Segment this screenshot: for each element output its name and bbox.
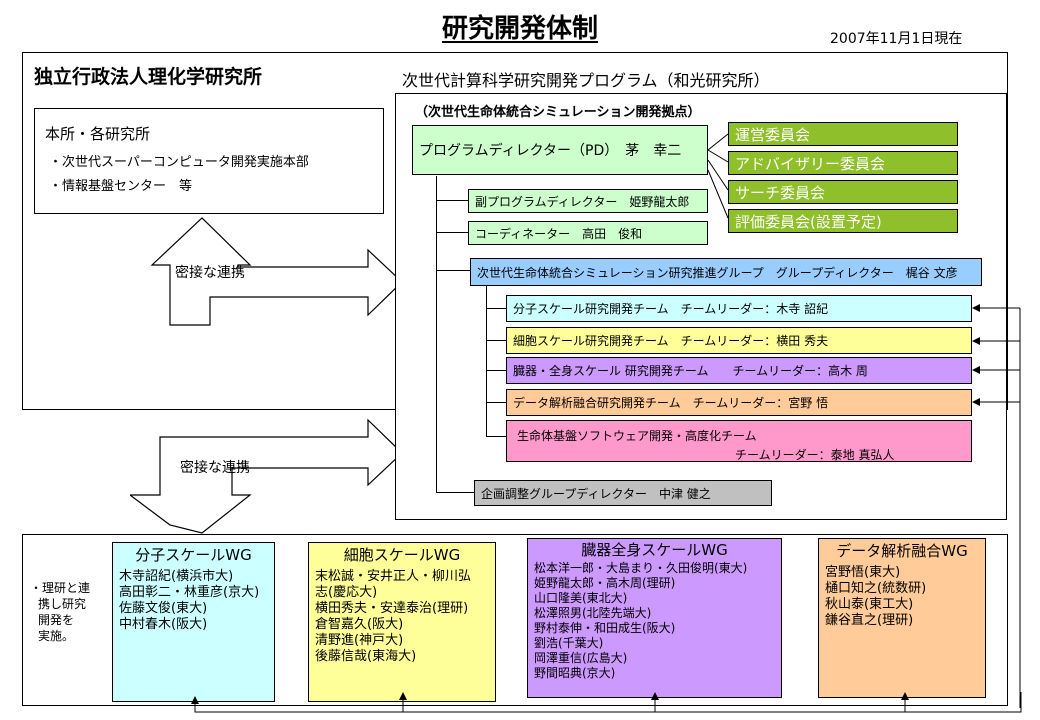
program-title: 次世代計算科学研究開発プログラム（和光研究所） [402,71,770,90]
tree-branch [486,370,506,371]
team-box: 生命体基盤ソフトウェア開発・高度化チーム チームリーダー：泰地 真弘人 [506,420,972,462]
program-subtitle: （次世代生命体統合シミュレーション開発拠点） [415,105,701,120]
team-box-line: 生命体基盤ソフトウェア開発・高度化チーム [517,429,757,443]
coordinator-box: コーディネーター 高田 俊和 [468,221,708,245]
cooperation-label-top: 密接な連携 [175,265,245,281]
wg-title: 細胞スケールWG [343,546,461,564]
tree-branch [436,492,474,493]
wg-note-line: 携し研究 [38,597,87,611]
hq-title: 本所・各研究所 [45,125,151,143]
tree-branch [486,340,506,341]
committee-connectors [707,133,729,219]
wg-member: 岡澤重信(広島大) [534,651,628,665]
cooperation-arrows [130,217,403,534]
planning-director-box: 企画調整グループディレクター 中津 健之 [474,480,772,506]
date-label: 2007年11月1日現在 [830,31,963,47]
tree-line-teams [486,286,487,436]
wg-member: 劉浩(千葉大) [534,636,604,650]
wg-member: 高田彰二・林重彦(京大) [119,585,260,600]
wg-member: 姫野龍太郎・高木周(理研) [534,576,676,590]
wg-box-molecular: 分子スケールWG 木寺詔紀(横浜市大) 高田彰二・林重彦(京大) 佐藤文俊(東大… [112,542,275,702]
wg-member: 松本洋一郎・大島まり・久田俊明(東大) [534,561,748,575]
team-box: 分子スケール研究開発チーム チームリーダー：木寺 詔紀 [506,295,972,322]
page-title: 研究開発体制 [441,14,598,44]
wg-member: 中村春木(阪大) [119,617,208,632]
committee-box: サーチ委員会 [728,180,958,204]
tree-branch [436,232,468,233]
wg-member: 山口隆美(東北大) [534,591,628,605]
wg-member: 末松誠・安井正人・柳川弘 [315,569,472,584]
wg-member: 佐藤文俊(東大) [119,601,208,616]
wg-member: 倉智嘉久(阪大) [315,617,404,632]
cooperation-label-bottom: 密接な連携 [180,460,250,476]
wg-member: 樋口知之(統数研) [825,581,927,596]
committee-box: アドバイザリー委員会 [728,151,958,175]
wg-note-line: 開発を [38,613,75,627]
hq-item: ・次世代スーパーコンピュータ開発実施本部 [49,155,309,170]
committee-box: 評価委員会(設置予定) [728,209,958,233]
wg-member: 野間昭典(京大) [534,666,616,680]
team-box: 臓器・全身スケール 研究開発チーム チームリーダー：高木 周 [506,357,972,384]
research-group-box: 次世代生命体統合シミュレーション研究推進グループ グループディレクター 梶谷 文… [470,258,982,286]
wg-title: 臓器全身スケールWG [581,541,728,559]
cooperation-arrow-bottom [130,418,403,534]
feedback-arrows [972,304,1021,708]
wg-member: 松澤照男(北陸先端大) [534,606,652,620]
wg-member: 野村泰伸・和田成生(阪大) [534,621,676,635]
wg-note: ・理研と連 携し研究 開発を 実施。 [30,580,90,644]
wg-member: 横田秀夫・安達泰治(理研) [315,601,469,616]
tree-line-main [436,176,437,492]
tree-branch [486,308,506,309]
wg-member: 秋山泰(東工大) [825,597,914,612]
wg-frame [22,534,1008,706]
hq-item: ・情報基盤センター 等 [49,179,193,194]
team-box-line: チームリーダー：泰地 真弘人 [735,448,895,462]
wg-member: 後藤信哉(東海大) [315,649,417,664]
wg-box-data: データ解析融合WG 宮野悟(東大) 樋口知之(統数研) 秋山泰(東工大) 鎌谷直… [818,538,986,698]
tree-branch [486,402,506,403]
wg-note-line: ・理研と連 [30,581,91,595]
tree-branch [436,200,468,201]
committee-box: 運営委員会 [728,122,958,146]
wg-bottom-connector [191,692,1022,713]
riken-name: 独立行政法人理化学研究所 [34,66,263,88]
wg-box-organ: 臓器全身スケールWG 松本洋一郎・大島まり・久田俊明(東大) 姫野龍太郎・高木周… [527,538,782,698]
hq-box: 本所・各研究所 ・次世代スーパーコンピュータ開発実施本部 ・情報基盤センター 等 [34,108,384,214]
wg-title: データ解析融合WG [836,542,968,560]
wg-title: 分子スケールWG [135,546,252,564]
tree-branch [486,436,506,437]
team-box: データ解析融合研究開発チーム チームリーダー：宮野 悟 [506,389,972,416]
wg-member: 宮野悟(東大) [825,565,901,580]
tree-branch [436,270,470,271]
wg-box-cell: 細胞スケールWG 末松誠・安井正人・柳川弘 志(慶応大) 横田秀夫・安達泰治(理… [308,542,496,702]
wg-note-line: 実施。 [38,629,75,643]
wg-member: 清野進(神戸大) [315,633,404,648]
deputy-director-box: 副プログラムディレクター 姫野龍太郎 [468,189,708,213]
wg-member: 志(慶応大) [315,585,378,600]
wg-member: 木寺詔紀(横浜市大) [119,569,234,584]
team-box: 細胞スケール研究開発チーム チームリーダー：横田 秀夫 [506,327,972,354]
program-director-box: プログラムディレクター（PD） 茅 幸二 [412,125,708,175]
wg-member: 鎌谷直之(理研) [825,613,914,628]
